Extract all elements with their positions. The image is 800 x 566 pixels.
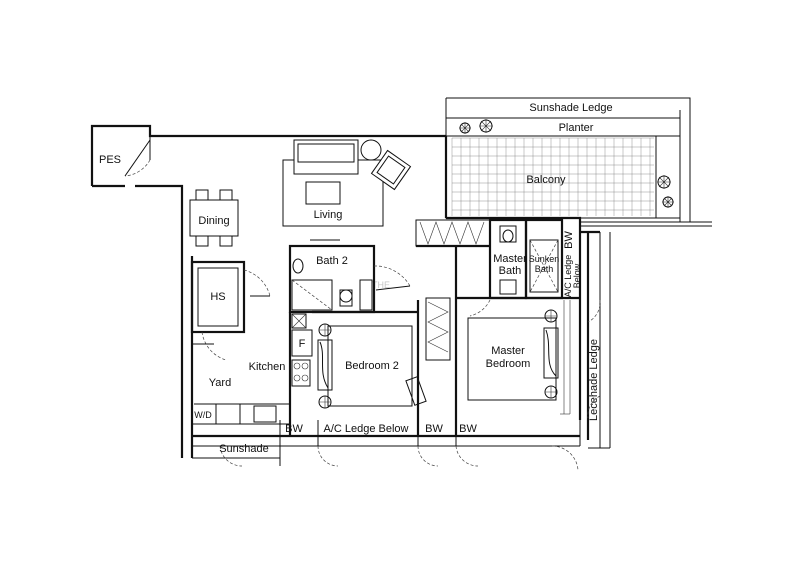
ac-ledge-vert-label: A/C Ledge [563,255,573,298]
sunken-bath-label-2: Bath [535,264,554,274]
master-bedroom [456,296,580,415]
plant-icon [459,122,471,134]
balcony-label: Balcony [526,174,566,186]
bw-label-top: BW [563,231,575,249]
balcony-floor-grid [451,137,654,216]
plant-icon [662,196,674,208]
leceade-ledge-label: Lecehade Ledge [588,339,600,421]
master-bath-label-1: Master [493,253,527,265]
pes-label: PES [99,154,121,166]
wardrobe-master [415,219,491,247]
master-bath-label-2: Bath [499,265,522,277]
bedroom-2 [312,300,427,436]
living-furniture [282,139,412,227]
fridge-label: F [299,338,306,350]
pes-door [124,136,151,177]
household-shelter [190,260,271,361]
bath-2-label: Bath 2 [316,255,348,267]
bw-label-2: BW [425,423,443,435]
kitchen-label: Kitchen [249,361,286,373]
wd-label: W/D [194,410,212,420]
dining-table [189,189,239,247]
bedroom-2-label: Bedroom 2 [345,360,399,372]
right-ledges [587,232,611,449]
balcony-area [445,97,712,227]
plant-icon [479,119,493,133]
bw-label-1: BW [285,423,303,435]
hs-label: HS [210,291,225,303]
planter-label: Planter [559,122,594,134]
below-vert-label: Below [572,263,582,288]
sunshade-ledge-label: Sunshade Ledge [529,102,612,114]
ac-ledge-below-label: A/C Ledge Below [324,423,409,435]
master-bedroom-label-1: Master [491,345,525,357]
sunshade-label: Sunshade [219,443,269,455]
wardrobe-bedroom2 [425,297,451,361]
yard-label: Yard [209,377,231,389]
bath-2: THE [288,239,390,314]
bottom-ledges [192,420,581,471]
kitchen [194,312,313,436]
plant-icon [657,175,671,189]
living-label: Living [314,209,343,221]
svg-text:THE: THE [372,280,390,290]
bw-label-3: BW [459,423,477,435]
master-bedroom-label-2: Bedroom [486,358,531,370]
dining-label: Dining [198,215,229,227]
sunken-bath-label-1: Sunken [529,254,560,264]
